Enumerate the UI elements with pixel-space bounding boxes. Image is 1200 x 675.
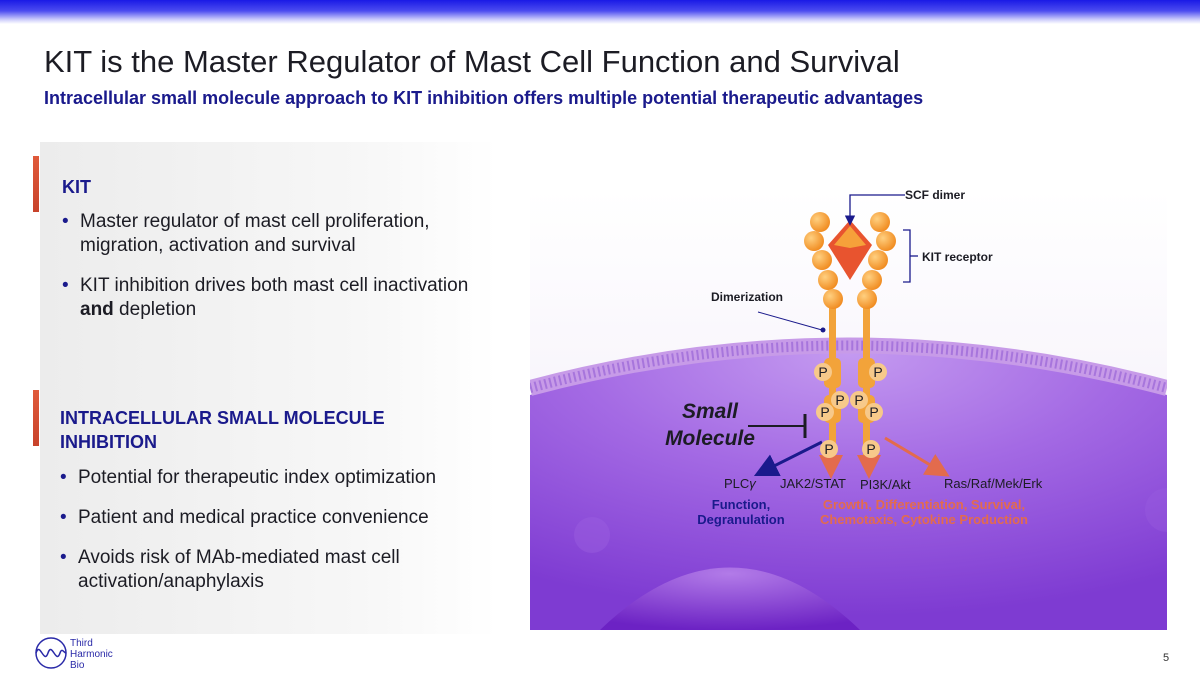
scf-dimer — [828, 220, 872, 280]
small-molecule-label: Small Molecule — [665, 400, 755, 450]
dimerization-label: Dimerization — [711, 290, 784, 304]
nucleus — [600, 567, 860, 630]
inhibition-accent-bar — [33, 390, 39, 446]
third-harmonic-bio-logo-icon — [35, 637, 67, 669]
phospho-site: P — [869, 363, 887, 381]
receptor-domains — [804, 212, 896, 309]
svg-text:P: P — [820, 404, 829, 420]
membrane-lipids — [530, 340, 1167, 393]
kit-bullet-list: Master regulator of mast cell proliferat… — [62, 210, 502, 338]
svg-text:P: P — [866, 441, 875, 457]
plcg-label: PLCγ — [724, 476, 756, 491]
function-degranulation-label: Function, Degranulation — [697, 497, 785, 527]
inhibition-bullet-3: Avoids risk of MAb-mediated mast cell ac… — [60, 546, 480, 594]
kinase-domain-right — [858, 358, 875, 388]
ras-raf-mek-erk-label: Ras/Raf/Mek/Erk — [944, 476, 1043, 491]
phospho-site: P — [850, 391, 868, 409]
growth-outcomes-label: Growth, Differentiation, Survival, Chemo… — [819, 497, 1029, 527]
scf-dimer-pointer — [844, 194, 905, 226]
top-gradient-bar — [0, 0, 1200, 24]
dimerization-pointer — [757, 311, 823, 331]
phospho-sites: P P P P P P P P — [814, 363, 887, 458]
jak2-stat-label: JAK2/STAT — [780, 476, 846, 491]
phospho-site: P — [831, 391, 849, 409]
svg-text:P: P — [824, 441, 833, 457]
scf-dimer-label: SCF dimer — [905, 188, 966, 202]
kit-bullet-2: KIT inhibition drives both mast cell ina… — [62, 274, 502, 322]
inhibition-bullet-list: Potential for therapeutic index optimiza… — [60, 466, 480, 610]
kit-heading: KIT — [62, 177, 91, 197]
inhibition-bullet-2: Patient and medical practice convenience — [60, 506, 480, 530]
ras-arrow — [884, 436, 950, 477]
kit-receptor-label: KIT receptor — [922, 250, 993, 264]
pi3k-akt-label: PI3K/Akt — [860, 477, 911, 492]
vesicle — [1145, 488, 1167, 532]
phospho-site: P — [862, 440, 880, 458]
inhibition-bullet-1: Potential for therapeutic index optimiza… — [60, 466, 480, 490]
slide-title: KIT is the Master Regulator of Mast Cell… — [44, 44, 900, 79]
svg-text:P: P — [873, 364, 882, 380]
kit-signaling-diagram: P P P P P P P P — [530, 190, 1167, 630]
plcg-arrow — [753, 440, 823, 477]
slide-subtitle: Intracellular small molecule approach to… — [44, 88, 924, 108]
svg-text:P: P — [854, 392, 863, 408]
svg-text:P: P — [835, 392, 844, 408]
company-logo-text: Third Harmonic Bio — [70, 638, 113, 671]
phospho-site: P — [820, 440, 838, 458]
inhibition-heading: INTRACELLULAR SMALL MOLECULE INHIBITION — [60, 408, 385, 452]
svg-text:P: P — [869, 404, 878, 420]
scf-dimer-highlight — [834, 226, 866, 248]
phospho-site: P — [865, 403, 883, 421]
phospho-site: P — [814, 363, 832, 381]
vesicle — [574, 517, 610, 553]
svg-text:P: P — [818, 364, 827, 380]
cell-cytoplasm — [530, 352, 1167, 630]
kit-bullet-1: Master regulator of mast cell proliferat… — [62, 210, 502, 258]
phospho-site: P — [816, 403, 834, 421]
page-number: 5 — [1163, 652, 1170, 664]
kit-accent-bar — [33, 156, 39, 212]
